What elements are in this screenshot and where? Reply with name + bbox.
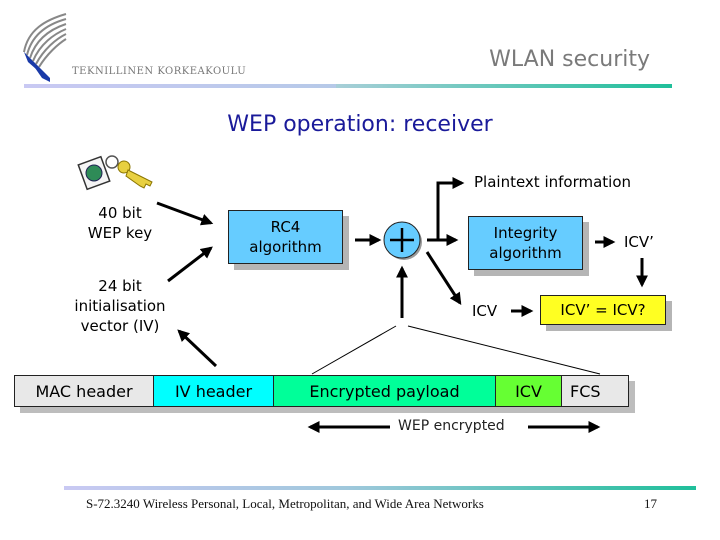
integrity-label-line1: Integrity xyxy=(493,224,558,242)
xor-to-icv-arrow xyxy=(425,251,462,306)
rc4-label-line1: RC4 xyxy=(270,218,301,236)
header-rule-right xyxy=(336,84,672,88)
wep-encrypted-label: WEP encrypted xyxy=(398,418,505,434)
iv-label-line1: 24 bit xyxy=(98,277,142,295)
frame-segment-iv-header: IV header xyxy=(154,376,274,406)
icv-compare-box: ICV’ = ICV? xyxy=(540,295,666,325)
key-icon xyxy=(77,155,153,191)
rc4-algorithm-box: RC4 algorithm xyxy=(228,210,343,264)
frame-segment-label: IV header xyxy=(174,381,253,401)
iv-label-line2: initialisation xyxy=(74,297,166,315)
frame-segment-label: ICV xyxy=(515,381,542,401)
university-logo-icon xyxy=(23,13,67,82)
xor-icon xyxy=(383,221,422,260)
xor-to-plaintext-arrow xyxy=(436,177,465,240)
iv-label-line3: vector (IV) xyxy=(80,317,160,335)
wep-key-label: 40 bit WEP key xyxy=(70,203,170,243)
frame-segment-encrypted-payload: Encrypted payload xyxy=(274,376,496,406)
integrity-algorithm-box: Integrity algorithm xyxy=(468,216,583,270)
frame-segment-icv: ICV xyxy=(496,376,562,406)
payload-bracket-left xyxy=(311,325,397,375)
iv-label: 24 bit initialisation vector (IV) xyxy=(58,276,182,336)
ivheader-to-iv-arrow xyxy=(177,329,218,368)
header-topic: WLAN security xyxy=(489,47,650,72)
wep-frame: MAC header IV header Encrypted payload I… xyxy=(14,375,629,407)
wep-key-label-line2: WEP key xyxy=(87,224,153,242)
frame-segment-label: MAC header xyxy=(35,381,133,401)
header-rule-left xyxy=(24,84,336,88)
frame-segment-label: Encrypted payload xyxy=(309,381,460,401)
footer-course: S-72.3240 Wireless Personal, Local, Metr… xyxy=(86,496,484,511)
plaintext-label: Plaintext information xyxy=(474,173,632,191)
page-number: 17 xyxy=(644,496,657,511)
icv-label: ICV xyxy=(472,302,498,320)
footer-rule xyxy=(64,486,696,490)
iv-to-rc4-arrow xyxy=(167,246,213,283)
icv-prime-label: ICV’ xyxy=(624,233,654,251)
frame-segment-mac-header: MAC header xyxy=(15,376,154,406)
integrity-label-line2: algorithm xyxy=(489,244,562,262)
rc4-label-line2: algorithm xyxy=(249,238,322,256)
frame-segment-fcs: FCS xyxy=(562,376,628,406)
institution-name: TEKNILLINEN KORKEAKOULU xyxy=(72,66,247,77)
key-to-rc4-arrow xyxy=(156,201,214,226)
wep-key-label-line1: 40 bit xyxy=(98,204,142,222)
slide-title: WEP operation: receiver xyxy=(227,112,493,137)
frame-segment-label: FCS xyxy=(570,381,601,401)
payload-bracket-right xyxy=(407,325,601,375)
